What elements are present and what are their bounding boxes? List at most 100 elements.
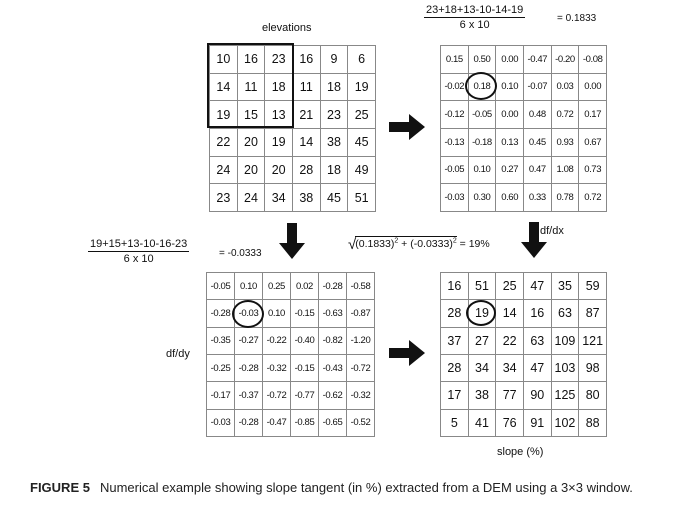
arrow-down-icon (279, 223, 305, 259)
grid-cell: 125 (550, 381, 580, 410)
grid-cell: 45 (347, 127, 376, 157)
grid-cell: 27 (467, 326, 497, 355)
grid-cell: -0.02 (440, 72, 469, 102)
grid-cell: 24 (209, 155, 238, 185)
grid-cell: -0.62 (318, 381, 347, 410)
grid-cell: 14 (291, 127, 321, 157)
grid-cell: -0.05 (206, 271, 235, 301)
grid-cell: -0.28 (206, 299, 235, 328)
grid-cell: 19 (264, 127, 293, 157)
square-root-icon: √ (348, 236, 357, 253)
grid-cell: 20 (264, 155, 293, 185)
grid-cell: -0.22 (262, 326, 291, 355)
grid-cell: 19 (209, 100, 238, 129)
grid-cell: 34 (495, 353, 524, 383)
grid-cell: 47 (522, 353, 552, 383)
grid-cell: 88 (578, 408, 607, 438)
grid-cell: 102 (550, 408, 580, 438)
grid-cell: -0.72 (262, 381, 291, 410)
grid-cell: -0.43 (318, 353, 347, 383)
grid-cell: 41 (467, 408, 497, 438)
grid-cell: 80 (578, 381, 607, 410)
arrow-right-icon (389, 340, 425, 366)
grid-cell: 34 (264, 183, 293, 212)
grid-cell: 38 (319, 127, 349, 157)
grid-cell: 11 (291, 72, 321, 102)
figure-number: FIGURE 5 (30, 480, 90, 495)
grid-cell: -0.32 (346, 381, 375, 410)
arrow-right-icon (389, 114, 425, 140)
grid-cell: 5 (440, 408, 469, 438)
grid-cell: 90 (522, 381, 552, 410)
grid-cell: 15 (236, 100, 266, 129)
grid-cell: 98 (578, 353, 607, 383)
grid-cell: 22 (209, 127, 238, 157)
grid-cell: 6 (347, 45, 376, 74)
dfdy-formula: 19+15+13-10-16-23 6 x 10 (88, 238, 190, 265)
grid-cell: -0.08 (578, 45, 607, 74)
grid-cell: -0.07 (522, 72, 552, 102)
grid-cell: -0.47 (262, 408, 291, 438)
dfdy-formula-result: = -0.0333 (219, 248, 262, 259)
grid-cell: 0.02 (290, 271, 319, 301)
grid-cell: -0.28 (234, 353, 263, 383)
grid-cell: 14 (209, 72, 238, 102)
grid-row: -0.35-0.27-0.22-0.40-0.82-1.20 (206, 326, 375, 355)
dfdy-highlight-circle (232, 300, 264, 328)
grid-cell: -0.15 (290, 299, 319, 328)
slope-formula: √(0.1833)2 + (-0.0333)2 = 19% (348, 236, 490, 253)
grid-cell: -0.77 (290, 381, 319, 410)
grid-cell: 103 (550, 353, 580, 383)
grid-cell: 18 (264, 72, 293, 102)
grid-cell: 23 (319, 100, 349, 129)
grid-cell: 59 (578, 271, 607, 301)
dfdx-label: df/dx (540, 225, 564, 237)
grid-cell: 0.17 (578, 100, 607, 129)
slope-formula-exp-b: 2 (452, 237, 457, 245)
grid-cell: 1.08 (550, 155, 580, 185)
grid-cell: 0.78 (550, 183, 580, 212)
dfdx-highlight-circle (465, 72, 497, 100)
grid-cell: 0.13 (495, 127, 524, 157)
grid-cell: 10 (209, 45, 238, 74)
grid-cell: 16 (291, 45, 321, 74)
grid-cell: -0.05 (467, 100, 497, 129)
grid-cell: 18 (319, 72, 349, 102)
grid-cell: 76 (495, 408, 524, 438)
elevations-label: elevations (262, 22, 312, 34)
grid-cell: -0.37 (234, 381, 263, 410)
grid-cell: -0.03 (440, 183, 469, 212)
dfdx-formula: 23+18+13-10-14-19 6 x 10 (424, 4, 526, 31)
grid-cell: 0.48 (522, 100, 552, 129)
grid-cell: -0.87 (346, 299, 375, 328)
grid-cell: 0.25 (262, 271, 291, 301)
grid-cell: 0.10 (262, 299, 291, 328)
grid-cell: 91 (522, 408, 552, 438)
grid-cell: 0.00 (495, 45, 524, 74)
grid-cell: 0.73 (578, 155, 607, 185)
grid-cell: -0.18 (467, 127, 497, 157)
dfdx-formula-result: = 0.1833 (557, 13, 597, 24)
grid-cell: 38 (291, 183, 321, 212)
grid-cell: 23 (264, 45, 293, 74)
grid-cell: 25 (347, 100, 376, 129)
grid-cell: -0.40 (290, 326, 319, 355)
slope-formula-result: = 19% (459, 238, 490, 250)
grid-row: -0.25-0.28-0.32-0.15-0.43-0.72 (206, 353, 375, 383)
grid-cell: -0.82 (318, 326, 347, 355)
grid-cell: 21 (291, 100, 321, 129)
grid-cell: 77 (495, 381, 524, 410)
grid-cell: 0.45 (522, 127, 552, 157)
